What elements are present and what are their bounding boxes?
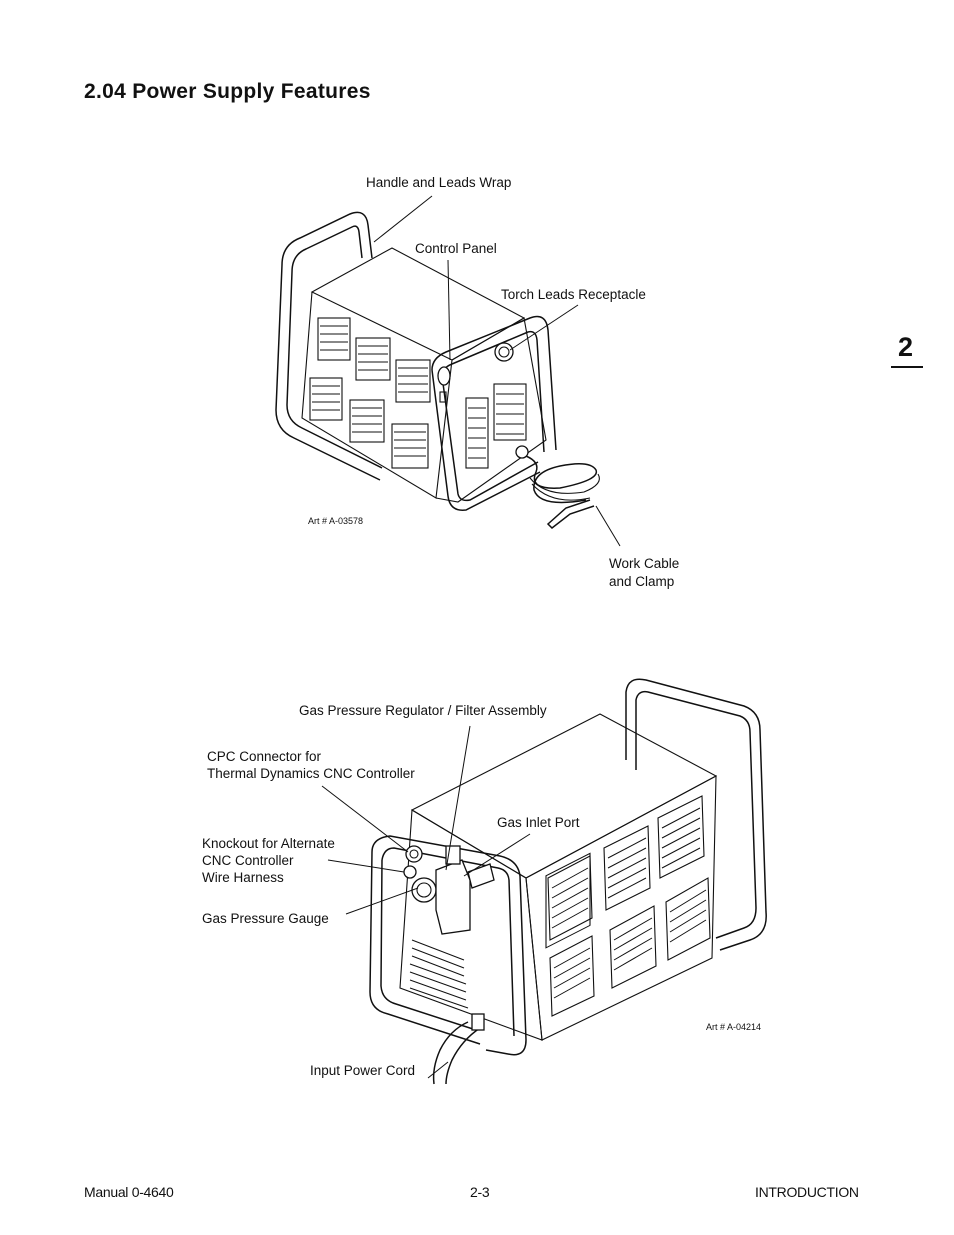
label-cpc-connector-line1: CPC Connector for (207, 749, 322, 764)
label-gas-pressure-regulator: Gas Pressure Regulator / Filter Assembly (299, 703, 547, 718)
footer-page-number: 2-3 (470, 1184, 490, 1200)
label-input-power-cord: Input Power Cord (310, 1063, 416, 1078)
art-number-top: Art # A-03578 (308, 516, 364, 526)
label-torch-leads-receptacle: Torch Leads Receptacle (501, 287, 646, 302)
label-gas-inlet-port: Gas Inlet Port (497, 815, 580, 830)
label-work-cable-line2: and Clamp (609, 574, 675, 589)
art-number-bottom: Art # A-04214 (706, 1022, 762, 1032)
label-handle-leads-wrap: Handle and Leads Wrap (366, 175, 512, 190)
label-cpc-connector-line2: Thermal Dynamics CNC Controller (207, 766, 415, 781)
footer-section-name: INTRODUCTION (755, 1184, 859, 1200)
label-knockout-line1: Knockout for Alternate (202, 836, 335, 851)
label-work-cable-line1: Work Cable (609, 556, 680, 571)
chapter-tab-rule (891, 366, 923, 368)
label-knockout-line2: CNC Controller (202, 853, 294, 868)
label-control-panel: Control Panel (415, 241, 497, 256)
footer-manual-number: Manual 0-4640 (84, 1184, 174, 1200)
chapter-tab-number: 2 (898, 332, 914, 362)
label-gas-pressure-gauge: Gas Pressure Gauge (202, 911, 329, 926)
section-title: 2.04 Power Supply Features (84, 80, 371, 103)
power-supply-front-illustration (275, 195, 621, 547)
label-knockout-line3: Wire Harness (202, 870, 284, 885)
